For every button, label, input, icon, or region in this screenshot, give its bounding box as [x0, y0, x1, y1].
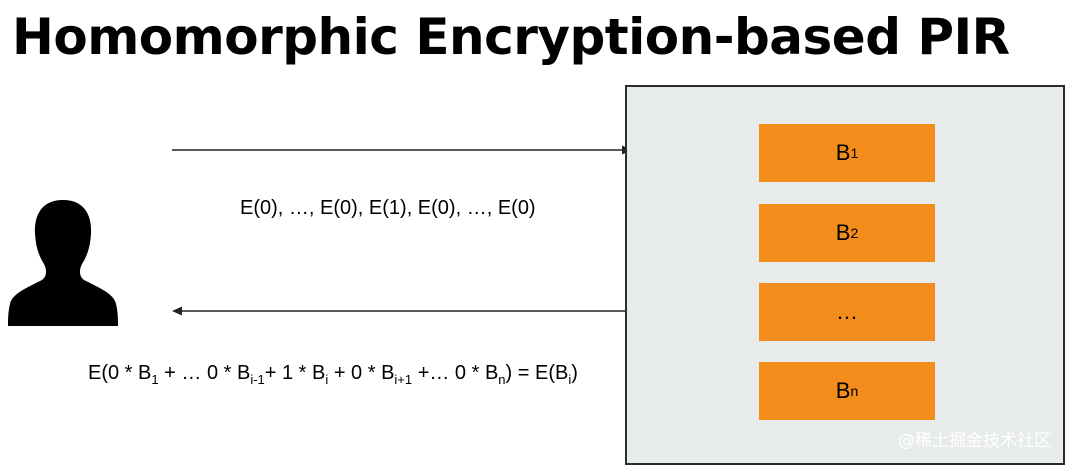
slide-title: Homomorphic Encryption-based PIR [12, 8, 1010, 66]
watermark: @稀土掘金技术社区 [898, 431, 1051, 451]
user-icon [8, 200, 118, 326]
response-formula: E(0 * B1 + … 0 * Bi-1+ 1 * Bi + 0 * Bi+1… [88, 362, 578, 387]
query-vector-label: E(0), …, E(0), E(1), E(0), …, E(0) [240, 197, 536, 219]
response-arrow [172, 306, 632, 316]
query-arrow [172, 145, 632, 155]
data-block-ellipsis: … [759, 283, 935, 341]
